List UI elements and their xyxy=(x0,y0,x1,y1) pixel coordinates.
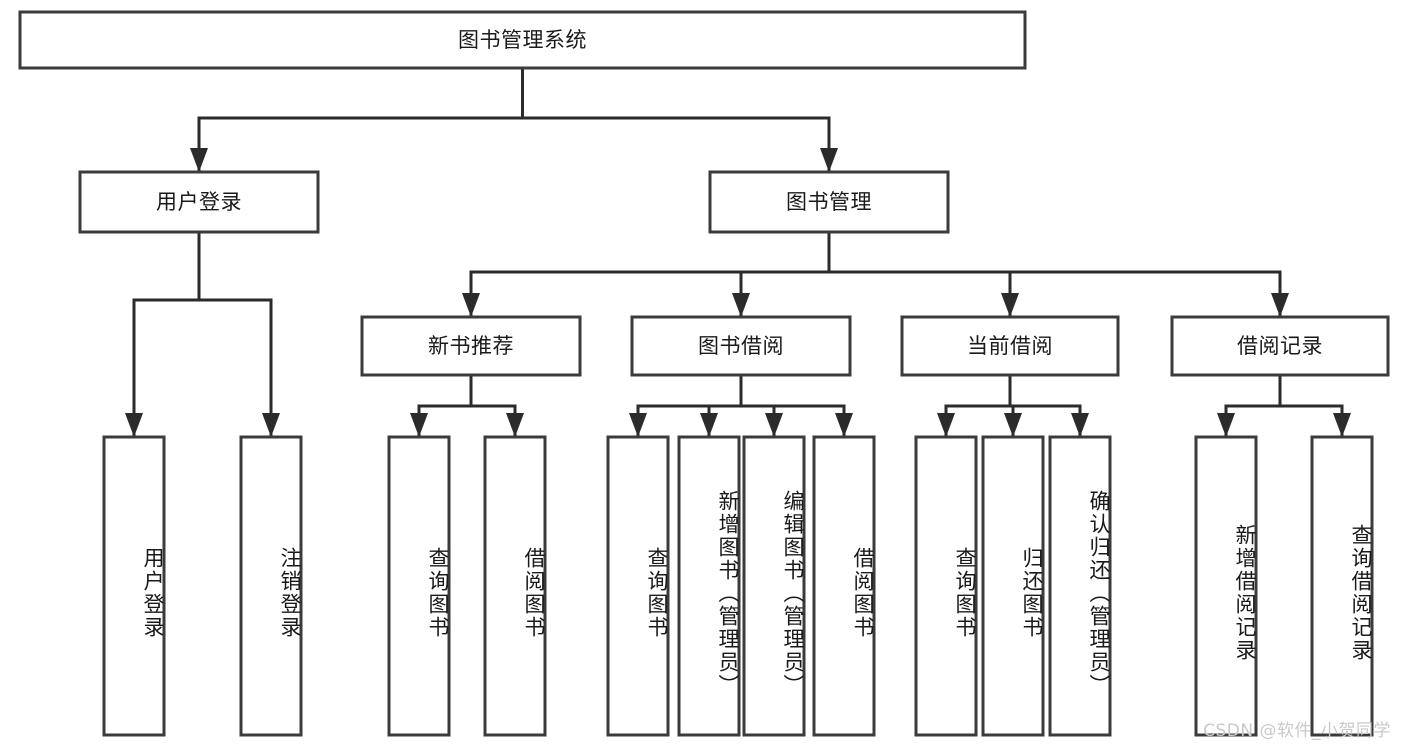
node-box-leaf-borrow-book-2[interactable] xyxy=(812,435,876,737)
arrowhead-leaf-add-book xyxy=(700,413,718,437)
node-box-root[interactable] xyxy=(18,10,1027,70)
arrowhead-new-book-recommend xyxy=(462,293,480,317)
node-box-layer xyxy=(18,10,1390,737)
node-box-leaf-query-book-2[interactable] xyxy=(606,435,670,737)
node-box-leaf-add-book[interactable] xyxy=(677,435,741,737)
node-box-current-borrow[interactable] xyxy=(900,315,1120,377)
node-leaf-edit-book[interactable] xyxy=(744,437,804,735)
arrowhead-book-borrow xyxy=(732,293,750,317)
arrowhead-leaf-borrow-book-1 xyxy=(506,413,524,437)
node-leaf-add-book[interactable] xyxy=(679,437,739,735)
node-leaf-query-book-1[interactable] xyxy=(389,437,449,735)
arrowhead-leaf-confirm-return xyxy=(1071,413,1089,437)
arrowhead-borrow-record xyxy=(1271,293,1289,317)
node-new-book-recommend[interactable] xyxy=(362,317,580,375)
arrowhead-leaf-user-login xyxy=(125,413,143,437)
node-book-borrow[interactable] xyxy=(632,317,850,375)
arrowhead-leaf-return-book xyxy=(1004,413,1022,437)
arrowhead-leaf-query-book-3 xyxy=(937,413,955,437)
node-box-leaf-query-book-3[interactable] xyxy=(914,435,978,737)
node-box-book-management[interactable] xyxy=(708,170,950,234)
node-leaf-query-record[interactable] xyxy=(1312,437,1372,735)
connector-layer xyxy=(125,66,1351,439)
node-box-new-book-recommend[interactable] xyxy=(360,315,582,377)
node-leaf-user-login[interactable] xyxy=(104,437,164,735)
node-box-book-borrow[interactable] xyxy=(630,315,852,377)
node-box-leaf-edit-book[interactable] xyxy=(742,435,806,737)
node-box-leaf-add-record[interactable] xyxy=(1194,435,1258,737)
arrowhead-leaf-add-record xyxy=(1217,413,1235,437)
node-leaf-logout[interactable] xyxy=(241,437,301,735)
node-leaf-add-record[interactable] xyxy=(1196,437,1256,735)
node-leaf-query-book-2[interactable] xyxy=(608,437,668,735)
arrowhead-book-management xyxy=(820,148,838,172)
arrowhead-leaf-borrow-book-2 xyxy=(835,413,853,437)
arrowhead-leaf-logout xyxy=(262,413,280,437)
node-box-leaf-query-book-1[interactable] xyxy=(387,435,451,737)
arrowhead-leaf-query-book-2 xyxy=(629,413,647,437)
node-box-leaf-query-record[interactable] xyxy=(1310,435,1374,737)
node-box-leaf-logout[interactable] xyxy=(239,435,303,737)
arrowhead-current-borrow xyxy=(1001,293,1019,317)
node-current-borrow[interactable] xyxy=(902,317,1118,375)
node-leaf-return-book[interactable] xyxy=(983,437,1043,735)
arrowhead-user-login xyxy=(190,148,208,172)
node-box-leaf-borrow-book-1[interactable] xyxy=(483,435,547,737)
node-box-leaf-return-book[interactable] xyxy=(981,435,1045,737)
arrowhead-leaf-query-record xyxy=(1333,413,1351,437)
node-book-management[interactable] xyxy=(710,172,948,232)
node-box-leaf-user-login[interactable] xyxy=(102,435,166,737)
node-leaf-borrow-book-2[interactable] xyxy=(814,437,874,735)
node-box-leaf-confirm-return[interactable] xyxy=(1048,435,1112,737)
arrowhead-leaf-query-book-1 xyxy=(410,413,428,437)
node-leaf-query-book-3[interactable] xyxy=(916,437,976,735)
node-root[interactable] xyxy=(20,12,1025,68)
node-user-login[interactable] xyxy=(80,172,318,232)
node-box-borrow-record[interactable] xyxy=(1170,315,1390,377)
arrowhead-leaf-edit-book xyxy=(765,413,783,437)
node-leaf-borrow-book-1[interactable] xyxy=(485,437,545,735)
watermark: CSDN @软件_小贺同学 xyxy=(1203,721,1391,741)
node-borrow-record[interactable] xyxy=(1172,317,1388,375)
node-box-user-login[interactable] xyxy=(78,170,320,234)
node-leaf-confirm-return[interactable] xyxy=(1050,437,1110,735)
